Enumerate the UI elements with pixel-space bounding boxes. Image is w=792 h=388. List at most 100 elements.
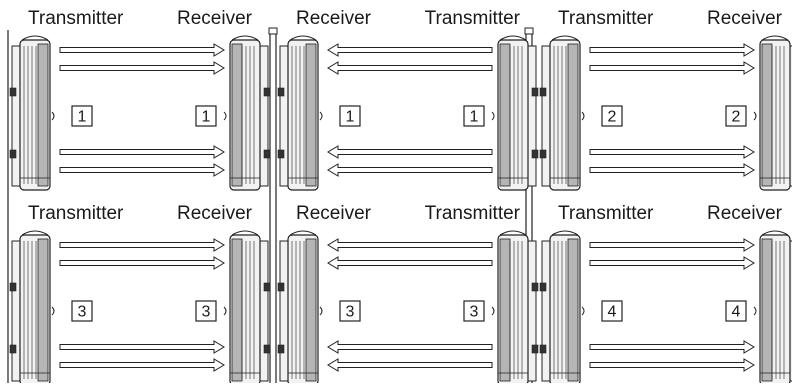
channel-number: 1 [346,109,355,126]
channel-frame [339,300,361,322]
mount-clip [531,149,539,159]
sensor-top-cap [551,230,579,236]
channel-number: 3 [470,304,479,321]
beam-arrow-shape [59,238,225,252]
sensor-top-cap [761,35,789,41]
sensor-top-cap [231,230,259,236]
mount-clip [539,344,547,354]
sensor-notch [51,111,55,121]
channel-number: 2 [732,109,741,126]
beam-arrow-shape [327,61,493,75]
role-label-left: Transmitter [558,203,654,224]
sensor-unit [277,35,323,191]
sensor-notch [581,306,585,316]
mount-clip [263,344,271,354]
sensor-notch [753,306,757,316]
channel-number: 3 [346,304,355,321]
channel-box: 2 [601,105,623,127]
beam-arrow-shape [589,340,755,354]
beam-arrow-shape [327,238,493,252]
sensor-unit [9,230,55,386]
mount-clip [263,87,271,97]
mount-clip [263,282,271,292]
beam-arrow-shape [59,256,225,270]
channel-frame [601,300,623,322]
beam-arrow-shape [327,358,493,372]
beam-arrow-shape [327,163,493,177]
sensor-notch [223,306,227,316]
pole-cap [524,27,534,35]
role-label-right: Transmitter [425,8,521,29]
mount-clip [263,149,271,159]
sensor-lens-face [499,43,511,187]
sensor-top-cap [21,230,49,236]
mount-clip [531,87,539,97]
beam-arrow-shape [327,43,493,57]
mount-clip [277,282,285,292]
beam-arrow-shape [327,340,493,354]
sensor-unit [9,35,55,191]
channel-box: 3 [463,300,485,322]
channel-number: 1 [470,109,479,126]
beam-arrow-shape [59,358,225,372]
sensor-lens-face [231,238,243,382]
channel-number: 1 [78,109,87,126]
role-label-right: Receiver [177,203,253,224]
mount-clip [9,149,17,159]
role-label-left: Transmitter [28,203,124,224]
sensor-notch [491,306,495,316]
role-label-right: Receiver [707,203,783,224]
sensor-notch [491,111,495,121]
channel-box: 4 [725,300,747,322]
beam-arrow-shape [59,61,225,75]
sensor-top-cap [289,230,317,236]
channel-box: 1 [195,105,217,127]
beam-arrow [59,43,225,57]
sensor-lens-face [761,238,773,382]
beam-arrow [59,145,225,159]
channel-box: 1 [71,105,93,127]
mount-clip [531,344,539,354]
sensor-notch [51,306,55,316]
sensor-unit [491,230,539,386]
beam-arrow [589,163,755,177]
channel-frame [725,300,747,322]
sensor-notch [753,111,757,121]
beam-arrow-shape [589,238,755,252]
mount-clip [539,282,547,292]
channel-number: 3 [78,304,87,321]
beam-arrow [327,358,493,372]
beam-arrow [327,61,493,75]
mount-clip [9,344,17,354]
channel-box: 3 [71,300,93,322]
role-label-right: Transmitter [425,203,521,224]
sensor-lens-face [37,238,49,382]
sensor-top-cap [761,230,789,236]
channel-box: 4 [601,300,623,322]
mount-clip [531,282,539,292]
channel-box: 1 [463,105,485,127]
role-label-left: Receiver [296,203,372,224]
beam-arrow [327,256,493,270]
beam-arrow-shape [589,43,755,57]
beam-arrow-shape [327,145,493,159]
sensor-unit [277,230,323,386]
channel-number: 4 [732,304,741,321]
channel-box: 2 [725,105,747,127]
mount-clip [539,149,547,159]
beam-arrow [589,340,755,354]
sensor-top-cap [499,35,527,41]
role-label-left: Transmitter [558,8,654,29]
sensor-lens-face [231,43,243,187]
beam-arrow-shape [59,340,225,354]
role-label-right: Receiver [177,8,253,29]
sensor-lens-face [761,43,773,187]
beam-arrow [59,256,225,270]
mount-clip [277,149,285,159]
beam-arrow-shape [589,145,755,159]
beam-arrow [589,238,755,252]
sensor-unit [539,230,585,386]
cell-5: Receiver Transmitter 3 3 [277,203,539,386]
